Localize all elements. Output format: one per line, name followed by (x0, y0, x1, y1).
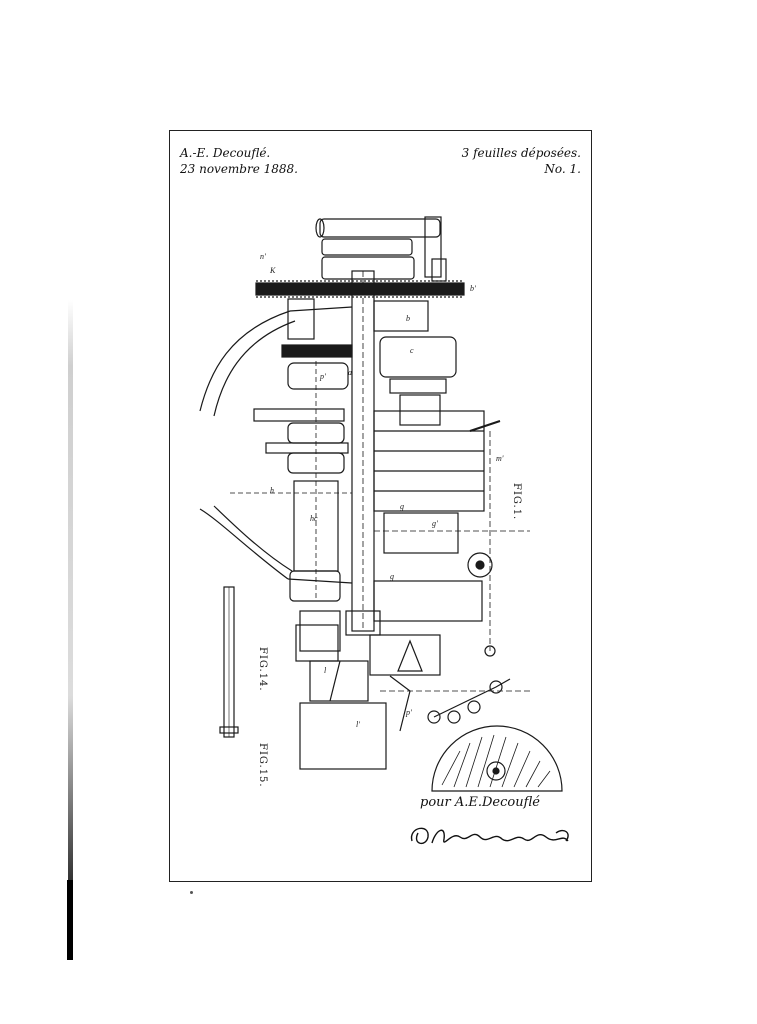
filing-date: 23 novembre 1888. (180, 162, 298, 176)
svg-text:p': p' (319, 372, 326, 381)
svg-text:m': m' (496, 454, 504, 463)
svg-text:b': b' (470, 284, 476, 293)
svg-text:c: c (410, 346, 414, 355)
curved-frame (199, 306, 353, 584)
lower-linkages (369, 634, 530, 732)
patent-plate: A.-E. Decouflé. 23 novembre 1888. 3 feui… (169, 130, 592, 882)
top-rollers (315, 216, 447, 282)
scan-left-edge-dark (67, 880, 73, 960)
svg-text:a: a (348, 368, 352, 377)
right-mechanisms (373, 300, 530, 651)
sheets-count: 3 feuilles déposées. (461, 146, 581, 160)
lower-blocks (295, 624, 387, 770)
svg-text:g: g (390, 572, 394, 581)
scan-speck (190, 891, 193, 894)
fig1-label: FIG.1. (511, 483, 522, 521)
svg-text:l: l (324, 666, 327, 675)
svg-text:b: b (406, 314, 410, 323)
fig14-label: FIG.14. (257, 647, 268, 692)
handwritten-signature (410, 827, 569, 844)
svg-text:l': l' (356, 720, 360, 729)
svg-text:n': n' (260, 252, 266, 261)
svg-text:h: h (270, 486, 274, 495)
machine-drawing: K n' b' b c a p' h hc m' g g' g l l' p' (199, 216, 563, 792)
main-gear (255, 280, 465, 298)
svg-text:K: K (269, 266, 276, 275)
inventor-name: A.-E. Decouflé. (180, 146, 271, 160)
svg-text:hc: hc (310, 514, 318, 523)
svg-text:p': p' (405, 708, 412, 717)
svg-text:g': g' (432, 519, 438, 528)
left-spindles (230, 298, 353, 652)
part-annotations: K n' b' b c a p' h hc m' g g' g l l' p' (260, 252, 504, 729)
svg-text:g: g (400, 502, 404, 511)
scan-left-edge (68, 300, 73, 960)
segment-wheel (431, 725, 563, 792)
signature-attribution: pour A.E.Decouflé (420, 795, 540, 810)
fig14-bar (219, 586, 239, 738)
sheet-number: No. 1. (544, 162, 581, 176)
fig15-label: FIG.15. (257, 743, 268, 788)
